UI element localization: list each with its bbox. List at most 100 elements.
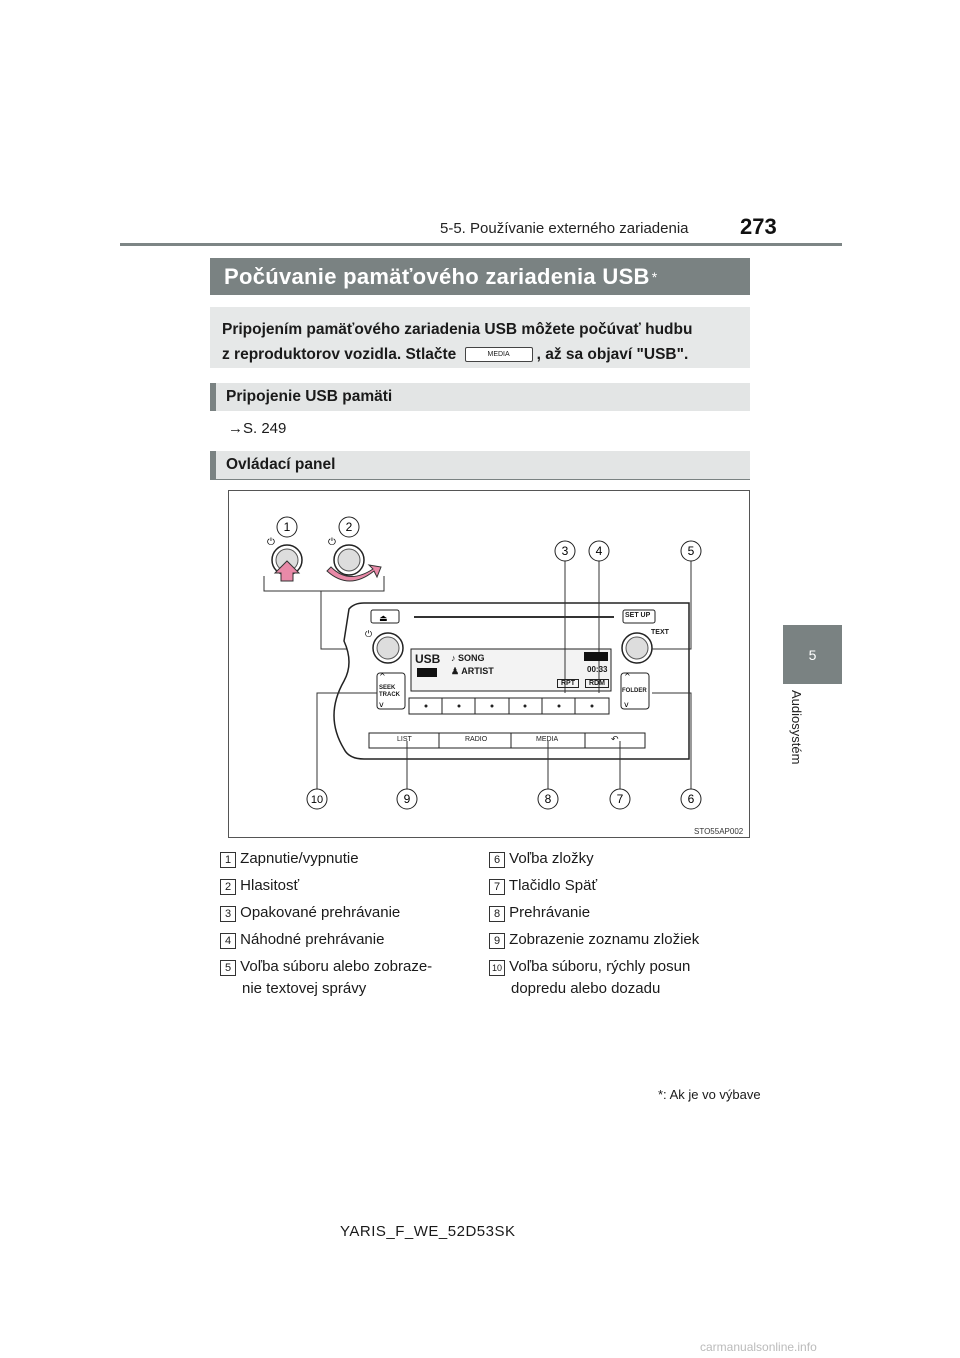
control-panel-figure: ⏻ ⏻ ⏏ ⏻ ^ v ^ v [228, 490, 750, 838]
legend-text-cont: dopredu alebo dozadu [511, 980, 661, 997]
callout-6: 6 [680, 788, 702, 810]
legend-text: Zapnutie/vypnutie [240, 850, 359, 867]
back-icon: ↶ [611, 734, 619, 744]
legend-text: Voľba súboru, rýchly posun [509, 958, 691, 975]
legend-text: Opakované prehrávanie [240, 904, 401, 921]
callout-9: 9 [396, 788, 418, 810]
legend-item: 1 Zapnutie/vypnutie [220, 848, 470, 870]
control-panel-illustration: ⏻ ⏻ ⏏ ⏻ ^ v ^ v [263, 516, 702, 810]
intro-line2: z reproduktorov vozidla. Stlačte MEDIA, … [222, 342, 738, 367]
legend-num: 10 [489, 960, 505, 976]
callout-2: 2 [338, 516, 360, 538]
legend-item: 10 Voľba súboru, rýchly posun dopredu ale… [489, 956, 749, 1000]
legend-num: 2 [220, 879, 236, 895]
legend-item: 7 Tlačidlo Späť [489, 875, 749, 897]
svg-text:⏻: ⏻ [365, 629, 372, 640]
page-reference: →S. 249 [228, 420, 287, 437]
callouts: 1 2 3 4 5 6 7 8 9 10 [276, 516, 702, 810]
legend-item: 6 Voľba zložky [489, 848, 749, 870]
section-title: 5-5. Používanie externého zariadenia [440, 220, 689, 237]
svg-text:⏏: ⏏ [379, 614, 388, 624]
page-title: Počúvanie pamäťového zariadenia USB* [210, 258, 750, 295]
chapter-number: 5 [808, 646, 817, 663]
header-rule [120, 243, 842, 246]
media-button-label: MEDIA [536, 736, 559, 743]
legend-num: 3 [220, 906, 236, 922]
knob-detail: ⏻ ⏻ [263, 537, 385, 650]
legend-text: Voľba zložky [509, 850, 594, 867]
legend-text: Náhodné prehrávanie [240, 931, 385, 948]
display-usb: USB [415, 652, 441, 666]
callout-4: 4 [588, 540, 610, 562]
legend-text: Tlačidlo Späť [508, 877, 598, 894]
title-asterisk: * [651, 268, 658, 285]
legend-text: Voľba súboru alebo zobraze- [240, 958, 433, 975]
legend-num: 1 [220, 852, 236, 868]
legend-num: 8 [489, 906, 505, 922]
folder-label: FOLDER [622, 688, 647, 694]
svg-text:2: 2 [346, 520, 353, 534]
svg-text:9: 9 [404, 792, 411, 806]
setup-button-label: SET UP [625, 612, 651, 619]
callout-1: 1 [276, 516, 298, 538]
radio-button-label: RADIO [465, 736, 488, 743]
legend-item: 4 Náhodné prehrávanie [220, 929, 470, 951]
display-rpt: RPT [557, 679, 579, 688]
legend-num: 4 [220, 933, 236, 949]
document-code: YARIS_F_WE_52D53SK [340, 1223, 516, 1240]
svg-text:3: 3 [562, 544, 569, 558]
display-rdm: RDM [585, 679, 609, 688]
subhead-rule [210, 479, 750, 480]
legend-item: 3 Opakované prehrávanie [220, 902, 470, 924]
legend-text: Prehrávanie [509, 904, 591, 921]
media-button-icon: MEDIA [464, 347, 533, 363]
watermark: carmanualsonline.info [700, 1340, 817, 1354]
svg-text:7: 7 [617, 792, 624, 806]
page-number: 273 [740, 214, 777, 239]
page-title-text: Počúvanie pamäťového zariadenia USB [224, 263, 650, 289]
legend-item: 8 Prehrávanie [489, 902, 749, 924]
callout-5: 5 [680, 540, 702, 562]
svg-text:4: 4 [596, 544, 603, 558]
subhead-control-panel: Ovládací panel [210, 451, 750, 479]
callout-leaders [316, 556, 692, 789]
svg-text:8: 8 [545, 792, 552, 806]
svg-text:^: ^ [624, 672, 631, 681]
intro-line1: Pripojením pamäťového zariadenia USB môž… [222, 321, 693, 338]
chapter-tab: 5 [783, 625, 842, 684]
legend-num: 7 [489, 879, 505, 895]
legend-item: 9 Zobrazenie zoznamu zložiek [489, 929, 749, 951]
callout-10: 10 [306, 788, 328, 810]
callout-8: 8 [537, 788, 559, 810]
display-time: 00:33 [587, 665, 608, 674]
legend-text-cont: nie textovej správy [242, 980, 367, 997]
display-artist: ♟ ARTIST [451, 666, 494, 676]
display-usb-icon [417, 668, 437, 677]
intro-line2-before: z reproduktorov vozidla. Stlačte [222, 346, 457, 363]
footnote: *: Ak je vo výbave [658, 1087, 761, 1102]
chapter-label: Audiosystém [789, 690, 804, 765]
svg-text:v: v [379, 700, 384, 709]
legend-item: 5 Voľba súboru alebo zobraze-nie textove… [220, 956, 470, 1000]
svg-text:⏻: ⏻ [267, 537, 275, 548]
display-song: ♪ SONG [451, 653, 485, 663]
svg-text:10: 10 [311, 794, 323, 806]
list-button-label: LIST [397, 736, 412, 743]
legend-left: 1 Zapnutie/vypnutie 2 Hlasitosť 3 Opakov… [220, 848, 470, 1000]
legend-text: Hlasitosť [240, 877, 300, 894]
svg-text:5: 5 [688, 544, 695, 558]
callout-7: 7 [609, 788, 631, 810]
svg-text:^: ^ [379, 672, 386, 681]
legend-text: Zobrazenie zoznamu zložiek [509, 931, 700, 948]
seek-track-label: SEEK TRACK [379, 685, 400, 698]
svg-text:6: 6 [688, 792, 695, 806]
callout-3: 3 [554, 540, 576, 562]
svg-text:v: v [624, 700, 629, 709]
intro-line2-after: , až sa objaví "USB". [536, 346, 689, 363]
display-status-icon [584, 652, 608, 661]
svg-text:⏻: ⏻ [328, 537, 336, 548]
figure-code: STO55AP002 [694, 827, 744, 836]
legend-num: 6 [489, 852, 505, 868]
subhead-usb-connection: Pripojenie USB pamäti [210, 383, 750, 411]
svg-text:1: 1 [284, 520, 291, 534]
